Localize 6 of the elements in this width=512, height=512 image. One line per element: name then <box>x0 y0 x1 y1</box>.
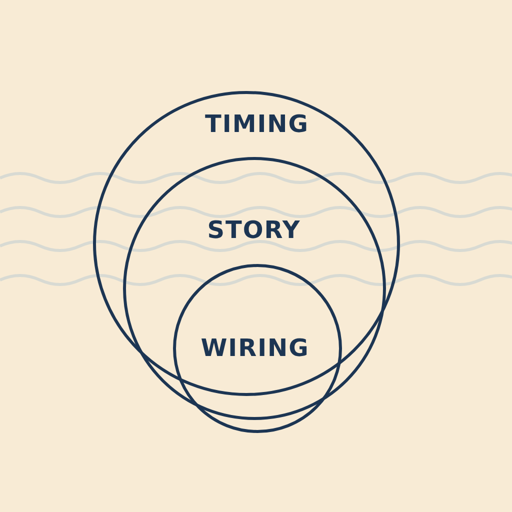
circle-label: STORY <box>207 216 301 244</box>
circle-label: TIMING <box>205 110 309 138</box>
circle <box>172 264 342 432</box>
circle <box>122 156 386 420</box>
circle <box>92 90 400 396</box>
circle-label: WIRING <box>200 334 310 362</box>
